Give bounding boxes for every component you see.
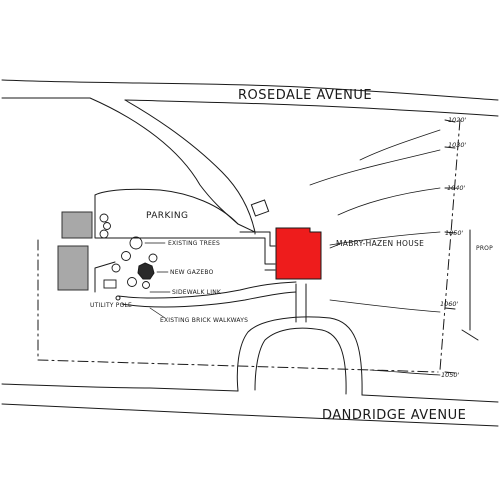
rosedale-avenue-south-edge [1, 97, 499, 117]
dandridge-avenue-south-edge [1, 403, 499, 427]
dandridge-avenue-label: DANDRIDGE AVENUE [322, 408, 466, 423]
tree-icon [99, 213, 109, 223]
tree-icon [129, 236, 143, 250]
tree-icon [127, 277, 137, 287]
sidewalk-pad [103, 279, 117, 289]
contour-1030 [309, 149, 441, 186]
existing-trees-label: EXISTING TREES [168, 240, 220, 247]
existing-walkways-label: EXISTING BRICK WALKWAYS [160, 317, 248, 324]
sidewalk-link-to-house [239, 231, 276, 271]
driveway-loop-inner [254, 327, 347, 395]
driveway-loop-outer [236, 316, 363, 396]
elevation-label: 1040' [447, 184, 466, 192]
rosedale-avenue-label: ROSEDALE AVENUE [238, 88, 372, 103]
utility-pole-icon [115, 295, 121, 301]
house-label: MABRY-HAZEN HOUSE [336, 239, 424, 248]
contour-1050 [329, 231, 441, 246]
elevation-label: 1050' [445, 229, 464, 237]
existing-building-south [57, 245, 89, 291]
contour-1060 [329, 299, 441, 313]
elevation-label: 1060' [440, 300, 459, 308]
elevation-label: 1030' [448, 141, 467, 149]
utility-pole-label: UTILITY POLE [90, 302, 132, 309]
contour-1040 [337, 187, 441, 216]
brick-walkway [117, 281, 297, 308]
mabry-hazen-house [275, 227, 322, 280]
existing-building-north [61, 211, 93, 239]
existing-trees [99, 213, 158, 289]
tree-icon [111, 263, 121, 273]
elevation-label: 1020' [448, 116, 467, 124]
tree-icon [148, 253, 158, 263]
tree-icon [142, 281, 150, 289]
tree-icon [103, 222, 111, 230]
contour-1020 [359, 129, 441, 161]
contour-1050-south [369, 369, 441, 376]
tree-icon [121, 251, 131, 261]
elevation-label: 1050' [441, 371, 460, 379]
dandridge-avenue-north-edge [1, 383, 499, 403]
small-shed [250, 199, 270, 217]
parking-label: PARKING [146, 211, 188, 221]
prop-label: PROP [476, 245, 493, 252]
sidewalk-link-label: SIDEWALK LINK [172, 289, 222, 296]
parking-lot-outline [94, 188, 256, 235]
tree-icon [99, 229, 109, 239]
house-to-loop-path [295, 283, 307, 323]
gazebo-icon [137, 262, 155, 280]
new-gazebo-label: NEW GAZEBO [170, 269, 214, 276]
rosedale-avenue-north-edge [1, 79, 499, 101]
